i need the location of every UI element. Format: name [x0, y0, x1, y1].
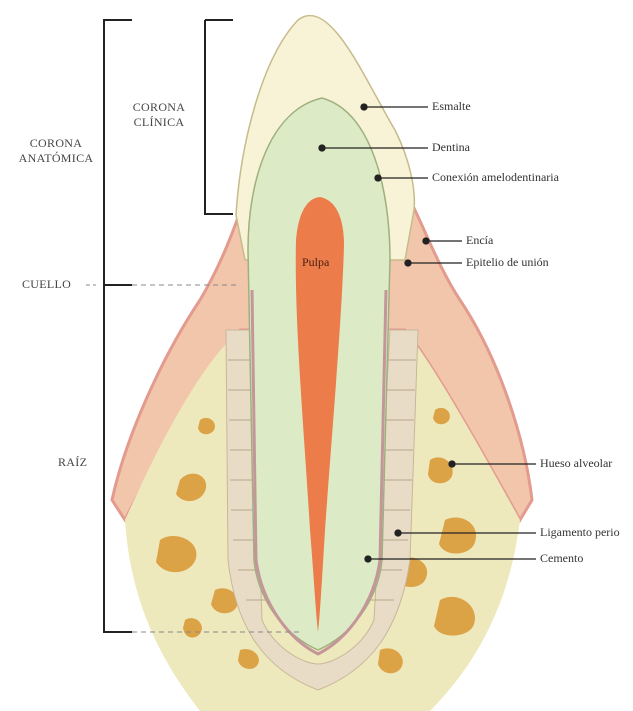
label-corona-anatomica-line2: ANATÓMICA: [18, 151, 94, 166]
label-esmalte: Esmalte: [432, 99, 471, 114]
label-corona-clinica-line2: CLÍNICA: [118, 115, 200, 130]
label-cemento: Cemento: [540, 551, 583, 566]
label-cuello: CUELLO: [22, 277, 71, 292]
label-dentina: Dentina: [432, 140, 470, 155]
label-pulpa: Pulpa: [302, 255, 329, 270]
label-raiz: RAÍZ: [58, 455, 87, 470]
bracket-clinical-crown: [205, 20, 233, 214]
label-encia: Encía: [466, 233, 493, 248]
label-epitelio-de-union: Epitelio de unión: [466, 255, 549, 270]
label-corona-clinica: CORONA CLÍNICA: [118, 100, 200, 130]
label-corona-clinica-line1: CORONA: [118, 100, 200, 115]
label-corona-anatomica-line1: CORONA: [18, 136, 94, 151]
label-conexion-amelodentinaria: Conexión amelodentinaria: [432, 170, 559, 185]
label-hueso-alveolar: Hueso alveolar: [540, 456, 612, 471]
label-ligamento-perio: Ligamento perio: [540, 525, 620, 540]
label-corona-anatomica: CORONA ANATÓMICA: [18, 136, 94, 166]
